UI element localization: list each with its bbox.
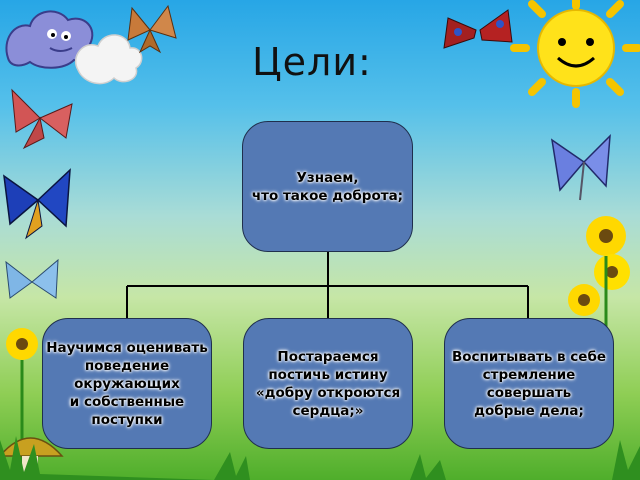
- goal-root-text: Узнаем, что такое доброта;: [251, 169, 404, 204]
- slide-title: Цели:: [252, 40, 372, 84]
- grass-icon: [0, 436, 640, 480]
- goal-child-box: Постараемся постичь истину «добру открою…: [243, 318, 413, 449]
- butterfly-icon: [550, 134, 611, 201]
- cloud-icon: [5, 10, 94, 69]
- butterfly-icon: [443, 9, 513, 49]
- goal-child-text: Научимся оценивать поведение окружающих …: [46, 339, 208, 428]
- goal-child-text: Постараемся постичь истину «добру открою…: [255, 348, 401, 419]
- goal-child-box: Воспитывать в себе стремление совершать …: [444, 318, 614, 449]
- butterfly-icon: [3, 168, 71, 240]
- goal-child-box: Научимся оценивать поведение окружающих …: [42, 318, 212, 449]
- butterfly-icon: [5, 258, 59, 299]
- goal-child-text: Воспитывать в себе стремление совершать …: [451, 348, 607, 419]
- goal-root-box: Узнаем, что такое доброта;: [242, 121, 413, 252]
- butterfly-icon: [11, 88, 73, 150]
- sun-icon: [510, 0, 640, 108]
- cloud-icon: [75, 34, 143, 85]
- butterfly-icon: [127, 4, 177, 54]
